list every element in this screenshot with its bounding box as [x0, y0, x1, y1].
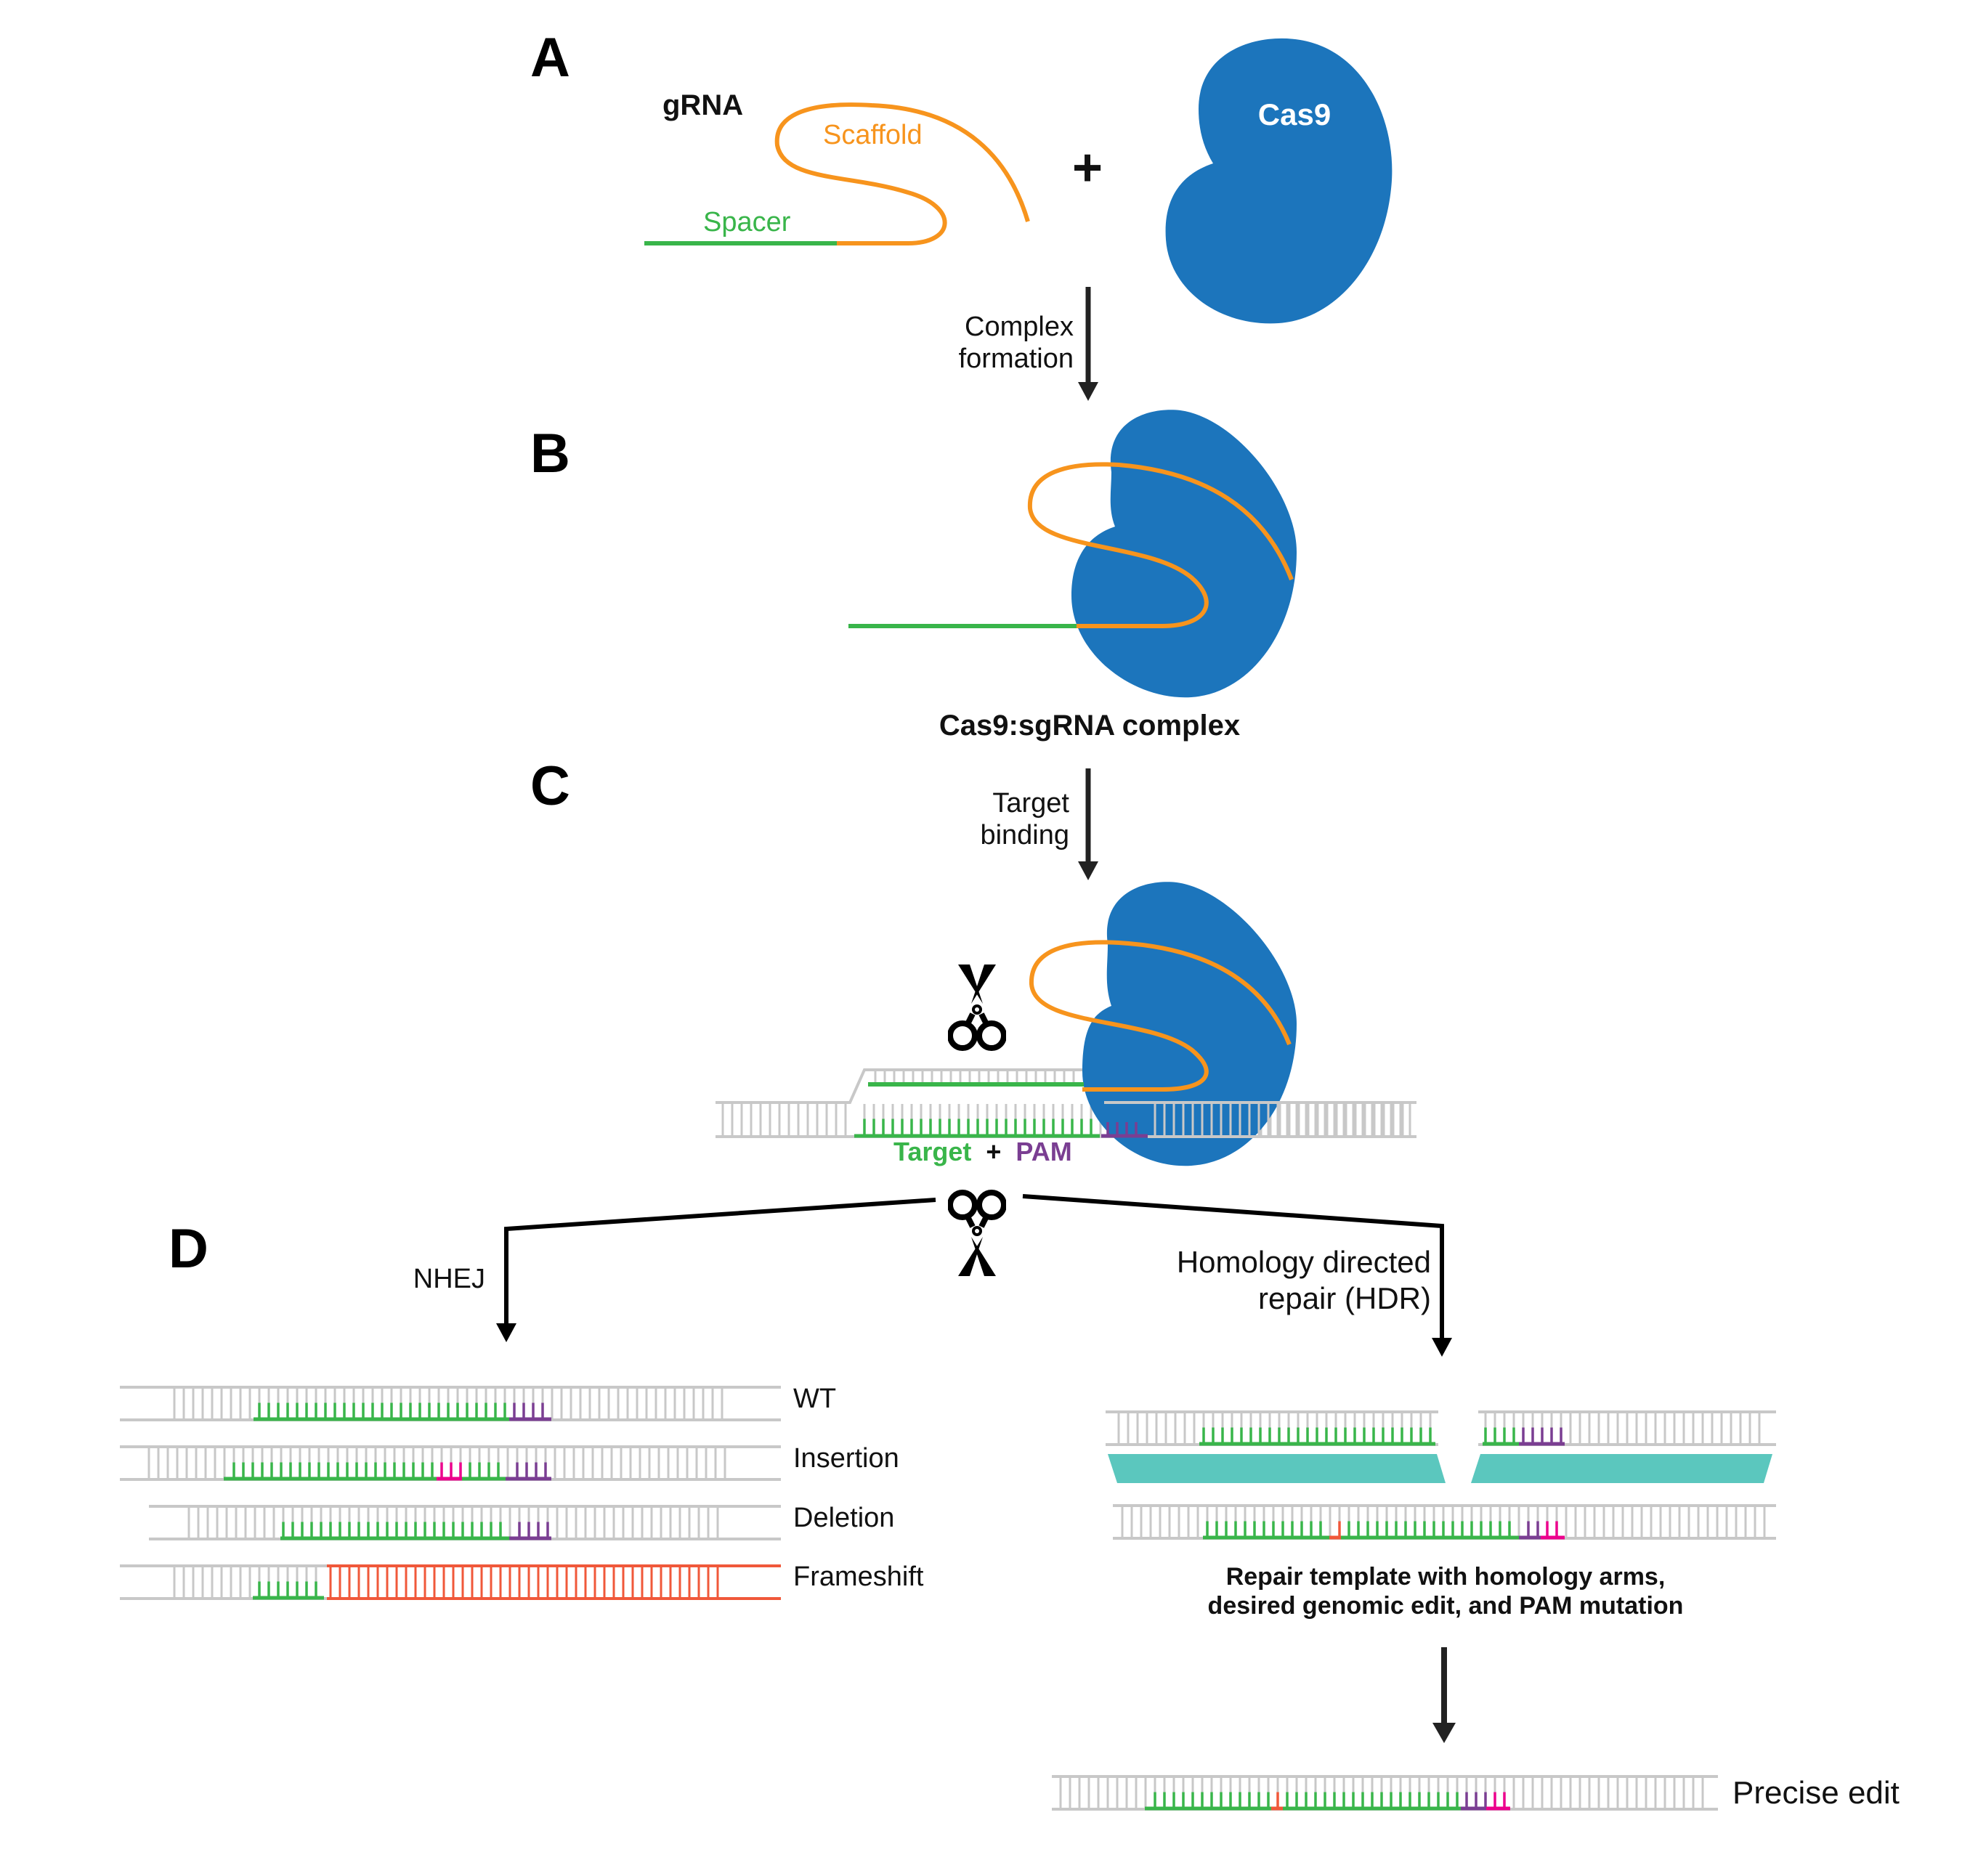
insertion-label: Insertion — [793, 1443, 899, 1474]
arrow-down-icon — [1432, 1647, 1456, 1743]
panel-label-a: A — [530, 27, 570, 89]
repair-template-dna — [1113, 1504, 1776, 1540]
repair-template-label-1: Repair template with homology arms, — [1226, 1563, 1666, 1591]
panel-label-b: B — [530, 423, 570, 484]
cas9-protein-bound — [1082, 882, 1297, 1166]
plus-sign: + — [1072, 139, 1103, 197]
scaffold-strand-complex — [1027, 462, 1294, 628]
deletion-dna — [149, 1505, 781, 1540]
hdr-label-1: Homology directed — [1177, 1245, 1431, 1279]
cut-dna-left — [1106, 1410, 1438, 1446]
scaffold-strand-bound — [1029, 940, 1292, 1092]
pam-site — [1104, 1101, 1416, 1138]
homology-arm-left — [1108, 1454, 1446, 1483]
precise-edit-dna — [1052, 1775, 1718, 1811]
arrow-down-icon — [1078, 768, 1098, 880]
complex-formation-label-2: formation — [959, 344, 1074, 374]
homology-arm-right — [1471, 1454, 1772, 1483]
hdr-label-2: repair (HDR) — [1258, 1281, 1431, 1315]
panel-label-c: C — [530, 755, 570, 817]
scissors-icon — [950, 1193, 1004, 1276]
precise-edit-label: Precise edit — [1732, 1775, 1900, 1811]
scaffold-strand — [774, 102, 1030, 245]
scaffold-label: Scaffold — [823, 120, 923, 150]
complex-formation-label-1: Complex — [965, 312, 1074, 342]
grna-label: gRNA — [662, 89, 743, 121]
wt-dna — [120, 1386, 781, 1421]
repair-template-label-2: desired genomic edit, and PAM mutation — [1208, 1592, 1684, 1620]
insertion-dna — [120, 1445, 781, 1481]
wt-label: WT — [793, 1384, 836, 1414]
cas9-protein — [1165, 38, 1393, 324]
hdr-branch-arrow — [1022, 1194, 1452, 1357]
target-pam-label: Target + PAM — [893, 1137, 1072, 1166]
spacer-label: Spacer — [703, 207, 791, 237]
target-binding-label-1: Target — [992, 788, 1069, 819]
target-binding-label-2: binding — [980, 820, 1069, 850]
frameshift-dna — [120, 1564, 781, 1600]
complex-name-label: Cas9:sgRNA complex — [939, 710, 1240, 742]
scissors-icon — [950, 965, 1004, 1048]
cut-dna-right — [1478, 1410, 1776, 1446]
pam-plus-label: + — [986, 1137, 1001, 1166]
frameshift-label: Frameshift — [793, 1562, 924, 1592]
nhej-label: NHEJ — [413, 1264, 485, 1294]
deletion-label: Deletion — [793, 1503, 894, 1533]
arrow-down-icon — [1078, 287, 1098, 401]
cas9-protein-complex — [1071, 410, 1297, 698]
target-label: Target — [893, 1137, 971, 1166]
panel-label-d: D — [169, 1218, 208, 1280]
pam-label: PAM — [1016, 1137, 1071, 1166]
nhej-branch-arrow — [496, 1198, 936, 1342]
cas9-label: Cas9 — [1258, 97, 1331, 131]
